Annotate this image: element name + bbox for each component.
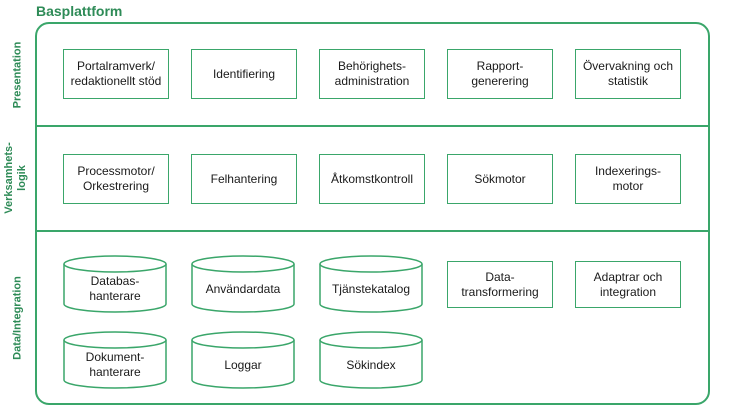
cylinder-shape — [191, 331, 295, 389]
row-label-logic: Verksamhets- logik — [3, 142, 28, 214]
store-label: Tjänstekatalog — [331, 281, 411, 296]
store-label: Loggar — [224, 357, 262, 372]
diagram-title: Basplattform — [36, 3, 123, 19]
row-label-data: Data/Integration — [11, 276, 24, 360]
box-access-control: Åtkomstkontroll — [319, 154, 425, 204]
store-service-catalog: Tjänstekatalog — [319, 255, 423, 313]
divider-logic-data — [35, 230, 710, 232]
store-search-index: Sökindex — [319, 331, 423, 389]
store-document-manager: Dokument- hanterare — [63, 331, 167, 389]
divider-presentation-logic — [35, 125, 710, 127]
cylinder-shape — [63, 331, 167, 389]
store-logs: Loggar — [191, 331, 295, 389]
box-portal-framework: Portalramverk/ redaktionellt stöd — [63, 49, 169, 99]
cylinder-shape — [63, 255, 167, 313]
cylinder-shape — [319, 331, 423, 389]
box-report-generation: Rapport- generering — [447, 49, 553, 99]
store-database-manager: Databas- hanterare — [63, 255, 167, 313]
box-error-handling: Felhantering — [191, 154, 297, 204]
platform-frame — [35, 22, 710, 405]
row-label-presentation: Presentation — [11, 41, 24, 109]
store-label: Användardata — [205, 281, 281, 296]
cylinder-shape — [191, 255, 295, 313]
box-monitoring-statistics: Övervakning och statistik — [575, 49, 681, 99]
box-identification: Identifiering — [191, 49, 297, 99]
store-label: Dokument- hanterare — [85, 350, 145, 379]
box-authorization-admin: Behörighets- administration — [319, 49, 425, 99]
box-data-transformation: Data- transformering — [447, 261, 553, 308]
box-search-engine: Sökmotor — [447, 154, 553, 204]
store-user-data: Användardata — [191, 255, 295, 313]
cylinder-shape — [319, 255, 423, 313]
store-label: Databas- hanterare — [89, 274, 141, 303]
box-process-engine: Processmotor/ Orkestrering — [63, 154, 169, 204]
box-adapters-integration: Adaptrar och integration — [575, 261, 681, 308]
box-indexing-engine: Indexerings- motor — [575, 154, 681, 204]
store-label: Sökindex — [346, 357, 396, 372]
